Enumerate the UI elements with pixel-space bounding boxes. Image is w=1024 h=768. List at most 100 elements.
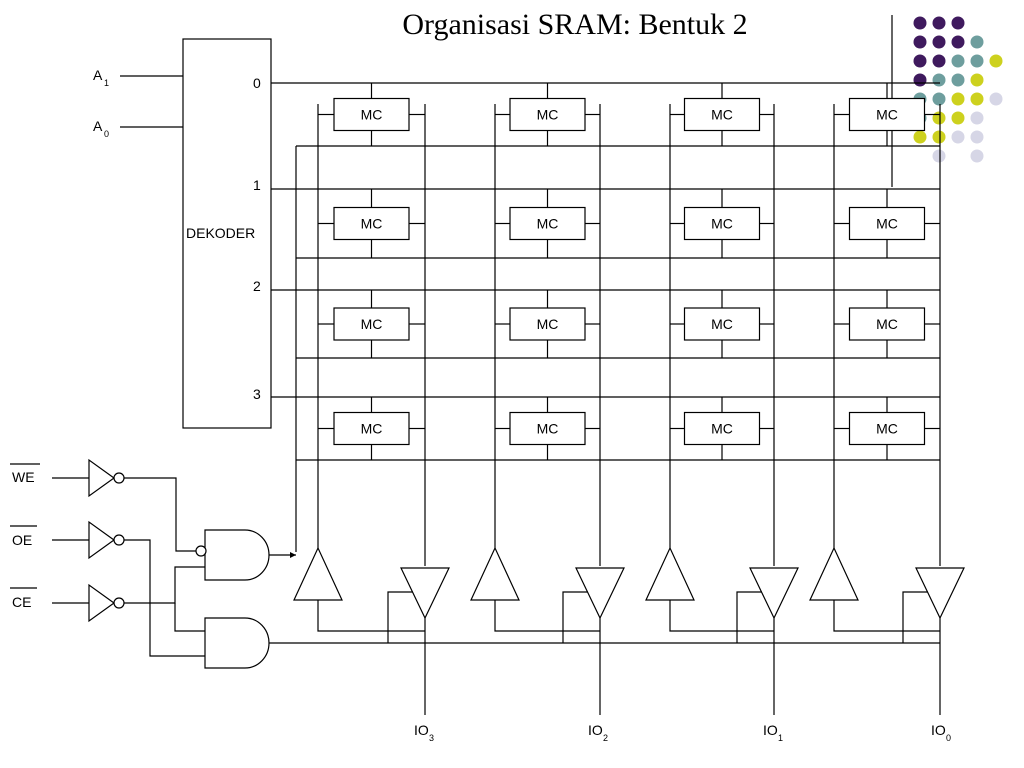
write-buffer xyxy=(470,546,520,601)
decoder-output-label-3: 3 xyxy=(253,386,261,402)
decorative-dot xyxy=(951,111,965,125)
decorative-dot xyxy=(913,54,927,68)
memory-cell: MC xyxy=(495,189,600,258)
decorative-dot xyxy=(913,130,927,144)
slide-title: Organisasi SRAM: Bentuk 2 xyxy=(402,8,748,41)
memory-cell: MC xyxy=(495,83,600,146)
memory-cell: MC xyxy=(495,397,600,460)
decorative-dot xyxy=(932,111,946,125)
memory-cell-label: MC xyxy=(537,421,559,437)
ce-inverter xyxy=(88,583,116,623)
decorative-dot xyxy=(951,16,965,30)
io-buffer-pair xyxy=(470,546,625,715)
decoder-label: DEKODER xyxy=(186,225,255,241)
svg-text:IO: IO xyxy=(763,722,778,738)
io-pin-2: IO 2 xyxy=(588,722,608,743)
decorative-dot xyxy=(970,92,984,106)
memory-cell: MC xyxy=(834,290,940,358)
decorative-dot xyxy=(989,92,1003,106)
decorative-dot xyxy=(970,73,984,87)
memory-cell-label: MC xyxy=(876,216,898,232)
memory-cell-label: MC xyxy=(361,107,383,123)
decorative-dot xyxy=(913,73,927,87)
memory-cell-label: MC xyxy=(711,421,733,437)
memory-cell-label: MC xyxy=(537,107,559,123)
decorative-dot xyxy=(932,73,946,87)
decorative-dot xyxy=(951,54,965,68)
we-inverter xyxy=(88,458,116,498)
word-lines xyxy=(271,82,940,398)
memory-cell-label: MC xyxy=(361,216,383,232)
decorative-dot xyxy=(932,149,946,163)
memory-cell-label: MC xyxy=(711,316,733,332)
control-oe: OE xyxy=(10,520,205,657)
memory-cell-label: MC xyxy=(361,316,383,332)
decorative-dot xyxy=(951,130,965,144)
memory-cell-label: MC xyxy=(537,216,559,232)
svg-text:0: 0 xyxy=(104,129,109,139)
we-label: WE xyxy=(12,469,35,485)
memory-cell-label: MC xyxy=(711,216,733,232)
memory-cell-label: MC xyxy=(361,421,383,437)
io-buffer-pair xyxy=(293,546,450,715)
memory-cell: MC xyxy=(495,290,600,358)
svg-text:0: 0 xyxy=(946,733,951,743)
svg-text:3: 3 xyxy=(429,733,434,743)
oe-label: OE xyxy=(12,532,32,548)
read-buffer xyxy=(915,567,965,620)
memory-cell: MC xyxy=(318,397,425,460)
control-we: WE xyxy=(10,458,197,552)
memory-cell-array: MC MC MC MC MC MC MC MC MC MC MC MC MC MC MC MC xyxy=(317,83,941,566)
ce-label: CE xyxy=(12,594,31,610)
memory-cell: MC xyxy=(670,290,774,358)
decorative-dot xyxy=(970,111,984,125)
write-buffer xyxy=(293,546,343,601)
read-buffer xyxy=(400,567,450,620)
write-buffer xyxy=(809,546,859,601)
decorative-dot xyxy=(913,35,927,49)
decorative-dot xyxy=(932,130,946,144)
decorative-dot xyxy=(951,73,965,87)
decoder-output-label-2: 2 xyxy=(253,278,261,294)
memory-cell-label: MC xyxy=(876,421,898,437)
decorative-dot xyxy=(970,149,984,163)
read-buffer xyxy=(575,567,625,620)
memory-cell: MC xyxy=(834,189,940,258)
decorative-dot xyxy=(951,92,965,106)
memory-cell-label: MC xyxy=(876,316,898,332)
decoder-output-label-1: 1 xyxy=(253,177,261,193)
decorative-dot xyxy=(970,130,984,144)
memory-cell-label: MC xyxy=(876,107,898,123)
memory-cell: MC xyxy=(670,397,774,460)
memory-cell: MC xyxy=(318,189,425,258)
memory-cell: MC xyxy=(670,83,774,146)
decorative-dot xyxy=(970,54,984,68)
decorative-dot xyxy=(932,16,946,30)
io-pin-1: IO 1 xyxy=(763,722,783,743)
write-buffer xyxy=(645,546,695,601)
decorative-dot xyxy=(913,16,927,30)
control-ce: CE xyxy=(10,566,205,632)
decorative-dot xyxy=(932,35,946,49)
svg-text:A: A xyxy=(93,118,103,134)
memory-cell: MC xyxy=(318,83,425,146)
svg-text:IO: IO xyxy=(931,722,946,738)
memory-cell: MC xyxy=(318,290,425,358)
row-enable-lines xyxy=(295,145,940,552)
and-gate-upper xyxy=(195,529,296,581)
svg-text:1: 1 xyxy=(104,78,109,88)
io-pin-3: IO 3 xyxy=(414,722,434,743)
io-pin-0: IO 0 xyxy=(931,722,951,743)
svg-text:IO: IO xyxy=(588,722,603,738)
read-buffer xyxy=(749,567,799,620)
decoder-block xyxy=(182,38,272,429)
memory-cell: MC xyxy=(834,397,940,460)
decorative-dot xyxy=(951,35,965,49)
decorative-dot xyxy=(932,54,946,68)
svg-text:A: A xyxy=(93,67,103,83)
decorative-dot xyxy=(932,92,946,106)
io-buffer-pair xyxy=(645,546,799,715)
svg-text:IO: IO xyxy=(414,722,429,738)
decorative-dot-pattern xyxy=(913,16,1003,163)
